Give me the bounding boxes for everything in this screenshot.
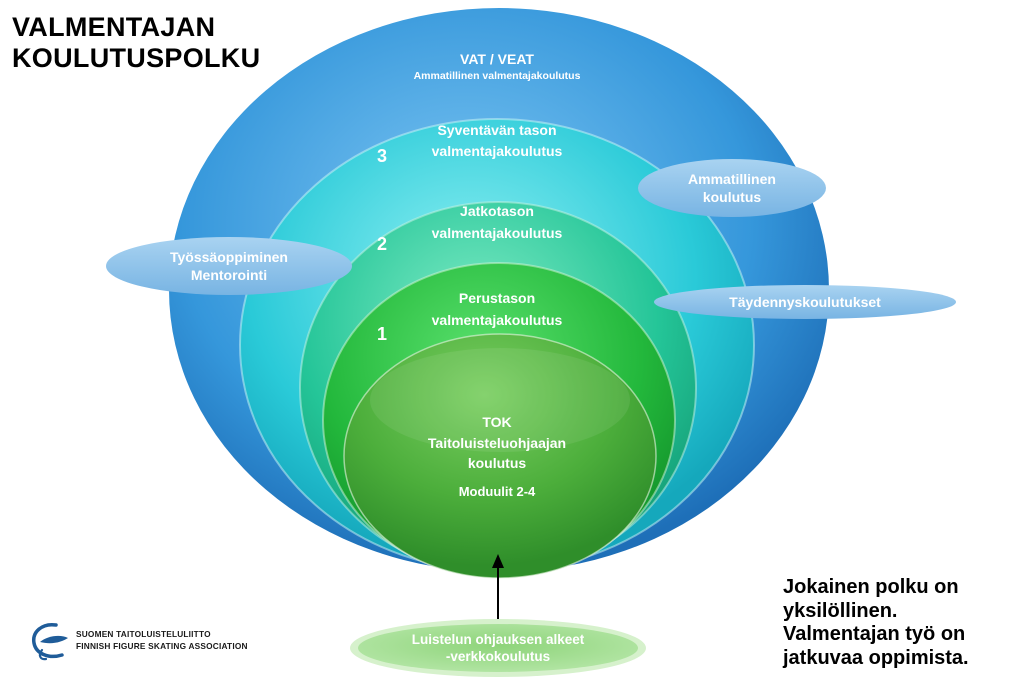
- level2-number: 2: [377, 234, 387, 254]
- page-title: VALMENTAJAN KOULUTUSPOLKU: [12, 12, 260, 74]
- vat-title: VAT / VEAT: [460, 51, 534, 67]
- tok-line1: TOK: [482, 414, 511, 430]
- oval-right-bottom-line1: Täydennyskoulutukset: [729, 294, 881, 310]
- tok-line2: Taitoluisteluohjaajan: [428, 435, 566, 451]
- level3-line2: valmentajakoulutus: [432, 143, 563, 159]
- title-line1: VALMENTAJAN: [12, 12, 216, 42]
- oval-right-top-line2: koulutus: [703, 189, 762, 205]
- entry-line1: Luistelun ohjauksen alkeet: [412, 632, 585, 647]
- tagline-line3: Valmentajan työ on: [783, 623, 966, 645]
- tok-line4: Moduulit 2-4: [459, 484, 536, 499]
- arrow-head: [492, 554, 504, 568]
- level3-line1: Syventävän tason: [437, 122, 556, 138]
- logo-text: SUOMEN TAITOLUISTELULIITTO FINNISH FIGUR…: [76, 628, 248, 652]
- title-line2: KOULUTUSPOLKU: [12, 43, 261, 73]
- level3-number: 3: [377, 146, 387, 166]
- oval-left-line2: Mentorointi: [191, 267, 267, 283]
- oval-left-line1: Työssäoppiminen: [170, 249, 288, 265]
- level1-line2: valmentajakoulutus: [432, 312, 563, 328]
- tagline-line4: jatkuvaa oppimista.: [783, 646, 969, 669]
- oval-tyossaoppiminen: Työssäoppiminen Mentorointi: [106, 237, 352, 295]
- entry-line2: -verkkokoulutus: [446, 649, 550, 664]
- tagline-line1: Jokainen polku on: [783, 576, 959, 598]
- level2-line2: valmentajakoulutus: [432, 225, 563, 241]
- level1-number: 1: [377, 324, 387, 344]
- logo-line2: FINNISH FIGURE SKATING ASSOCIATION: [76, 641, 248, 651]
- oval-ammatillinen-koulutus: Ammatillinen koulutus: [638, 159, 826, 217]
- level2-line1: Jatkotason: [460, 203, 534, 219]
- tagline-line2: yksilöllinen.: [783, 599, 898, 622]
- ftsa-logo-icon: [32, 623, 68, 661]
- oval-taydennyskoulutukset: Täydennyskoulutukset: [654, 285, 956, 319]
- vat-subtitle: Ammatillinen valmentajakoulutus: [414, 70, 581, 82]
- tagline: Jokainen polku on yksilöllinen. Valmenta…: [783, 576, 969, 670]
- entry-verkkokoulutus: Luistelun ohjauksen alkeet -verkkokoulut…: [350, 619, 646, 677]
- logo-line1: SUOMEN TAITOLUISTELULIITTO: [76, 629, 211, 639]
- ring-tok-highlight: [370, 348, 630, 452]
- oval-right-top-line1: Ammatillinen: [688, 171, 776, 187]
- ring-tok: [343, 333, 657, 579]
- level1-line1: Perustason: [459, 290, 535, 306]
- tok-line3: koulutus: [468, 455, 527, 471]
